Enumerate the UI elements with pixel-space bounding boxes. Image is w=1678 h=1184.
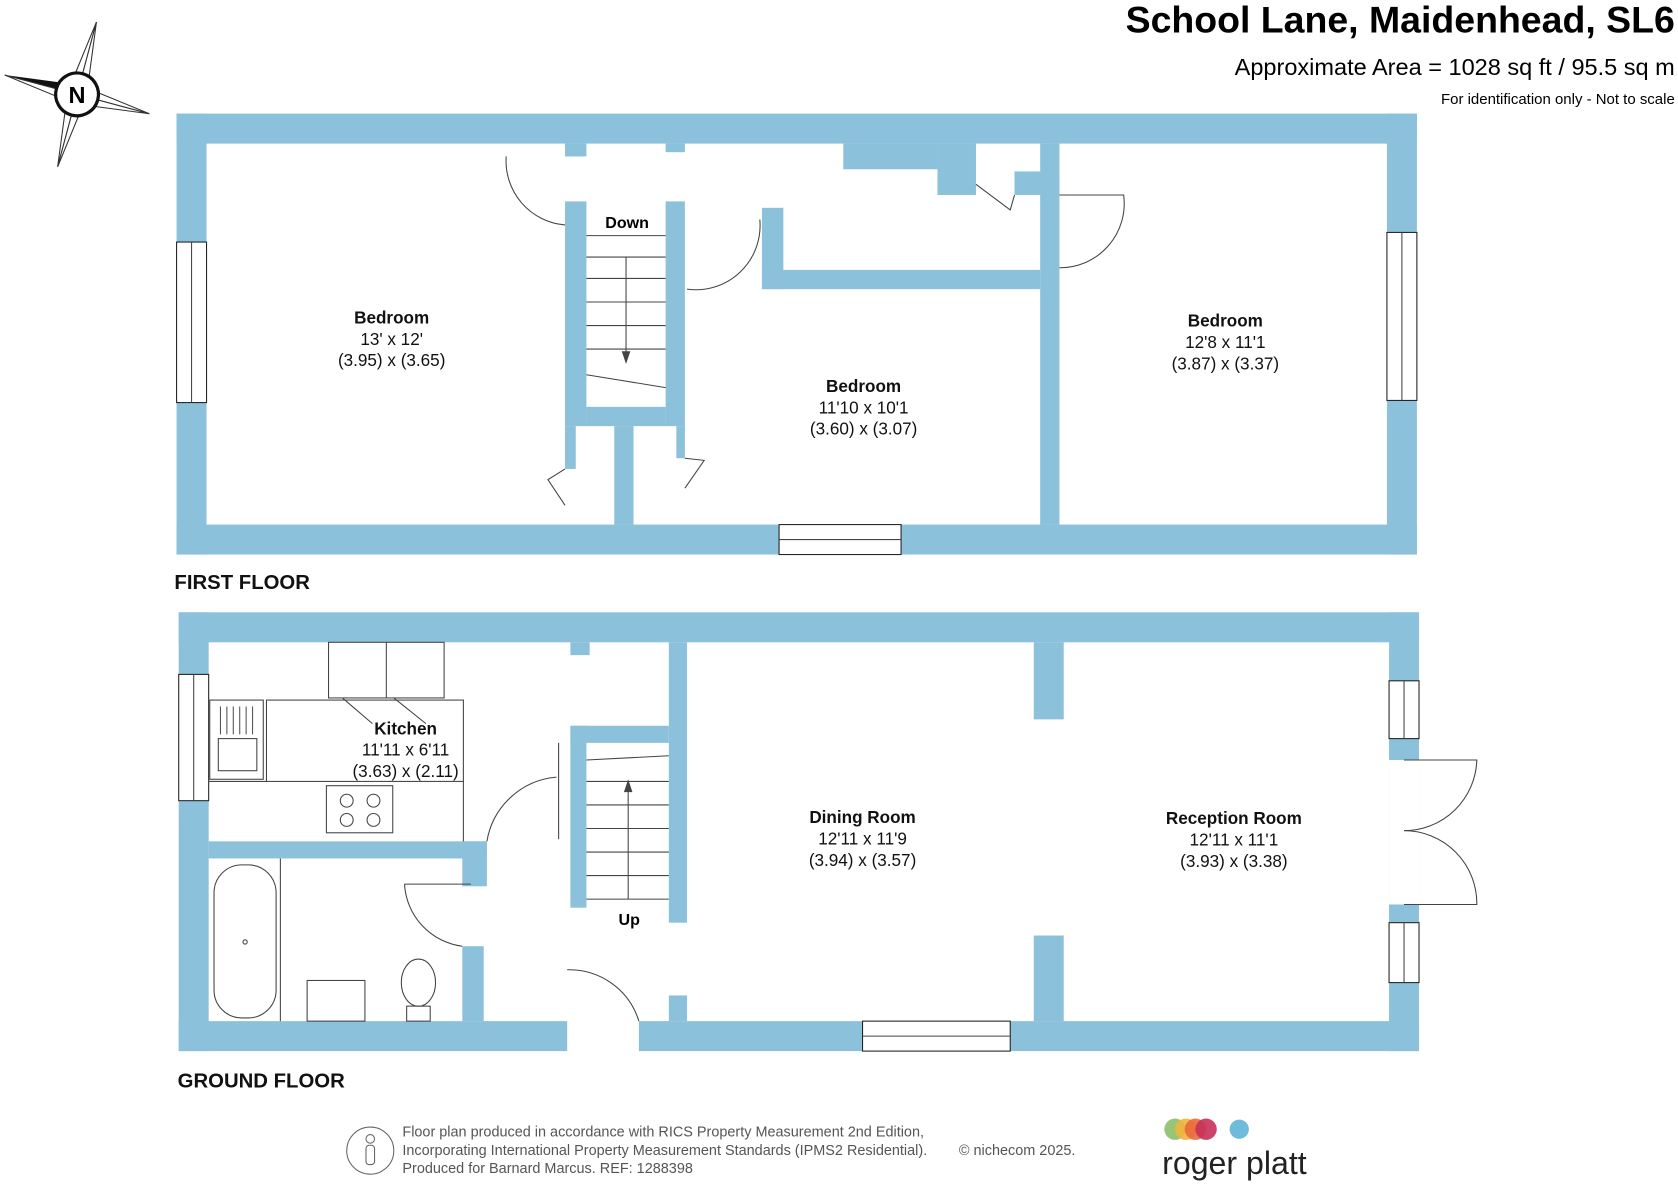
- svg-text:(3.60) x (3.07): (3.60) x (3.07): [810, 420, 917, 439]
- svg-text:(3.63) x (2.11): (3.63) x (2.11): [352, 762, 458, 781]
- scale-note: For identification only - Not to scale: [1441, 91, 1675, 108]
- svg-text:12'8 x 11'1: 12'8 x 11'1: [1185, 333, 1265, 352]
- svg-text:(3.87) x (3.37): (3.87) x (3.37): [1172, 354, 1279, 373]
- rics-person-icon: [346, 1126, 395, 1175]
- svg-text:Reception Room: Reception Room: [1166, 809, 1302, 828]
- footer-line-3: Produced for Barnard Marcus. REF: 128839…: [402, 1161, 693, 1177]
- svg-text:13' x 12': 13' x 12': [360, 330, 423, 349]
- compass-icon: N: [4, 21, 150, 167]
- ground-floor-label: GROUND FLOOR: [178, 1070, 345, 1092]
- page-title: School Lane, Maidenhead, SL6: [1126, 0, 1675, 40]
- room-label-kitchen: Kitchen 11'11 x 6'11 (3.63) x (2.11): [352, 719, 458, 781]
- ground-floor-plan: Up Kitchen 11'11 x 6'11 (3.63) x (2.11) …: [178, 612, 1478, 1052]
- room-label-reception-room: Reception Room 12'11 x 11'1 (3.93) x (3.…: [1166, 809, 1302, 871]
- ground-floor-stairs: [558, 742, 669, 900]
- svg-text:11'11 x 6'11: 11'11 x 6'11: [362, 741, 449, 760]
- roger-platt-logo: roger platt: [1162, 1118, 1307, 1181]
- first-floor-stairs: [586, 235, 666, 389]
- svg-text:Bedroom: Bedroom: [354, 308, 429, 327]
- svg-text:Dining Room: Dining Room: [809, 808, 915, 827]
- footer-line-1: Floor plan produced in accordance with R…: [402, 1125, 924, 1141]
- svg-text:Bedroom: Bedroom: [1188, 312, 1263, 331]
- area-text: Approximate Area = 1028 sq ft / 95.5 sq …: [1235, 54, 1675, 80]
- footer-line-2: Incorporating International Property Mea…: [402, 1143, 927, 1159]
- room-label-dining-room: Dining Room 12'11 x 11'9 (3.94) x (3.57): [809, 808, 916, 870]
- svg-text:Kitchen: Kitchen: [374, 719, 437, 738]
- svg-text:12'11 x 11'9: 12'11 x 11'9: [818, 830, 907, 849]
- svg-text:(3.95) x (3.65): (3.95) x (3.65): [338, 351, 445, 370]
- svg-text:11'10 x 10'1: 11'10 x 10'1: [819, 398, 909, 417]
- copyright: © nichecom 2025.: [959, 1143, 1076, 1159]
- compass-label: N: [69, 82, 86, 108]
- stairs-up-label: Up: [619, 911, 641, 929]
- bathroom-fittings: [213, 858, 437, 1022]
- svg-text:(3.93) x (3.38): (3.93) x (3.38): [1180, 852, 1287, 871]
- stairs-down-label: Down: [605, 214, 649, 232]
- first-floor-plan: Down Bedroom 13' x 12' (3.95) x (3.65) B…: [176, 113, 1418, 556]
- svg-text:Bedroom: Bedroom: [826, 377, 901, 396]
- room-label-bedroom-1: Bedroom 13' x 12' (3.95) x (3.65): [338, 308, 445, 370]
- room-label-bedroom-2: Bedroom 11'10 x 10'1 (3.60) x (3.07): [810, 377, 917, 439]
- svg-text:(3.94) x (3.57): (3.94) x (3.57): [809, 851, 916, 870]
- kitchen-fittings: [208, 641, 464, 842]
- svg-text:12'11 x 11'1: 12'11 x 11'1: [1190, 831, 1279, 850]
- first-floor-label: FIRST FLOOR: [174, 572, 310, 594]
- logo-text: roger platt: [1162, 1145, 1307, 1181]
- room-label-bedroom-3: Bedroom 12'8 x 11'1 (3.87) x (3.37): [1172, 312, 1279, 374]
